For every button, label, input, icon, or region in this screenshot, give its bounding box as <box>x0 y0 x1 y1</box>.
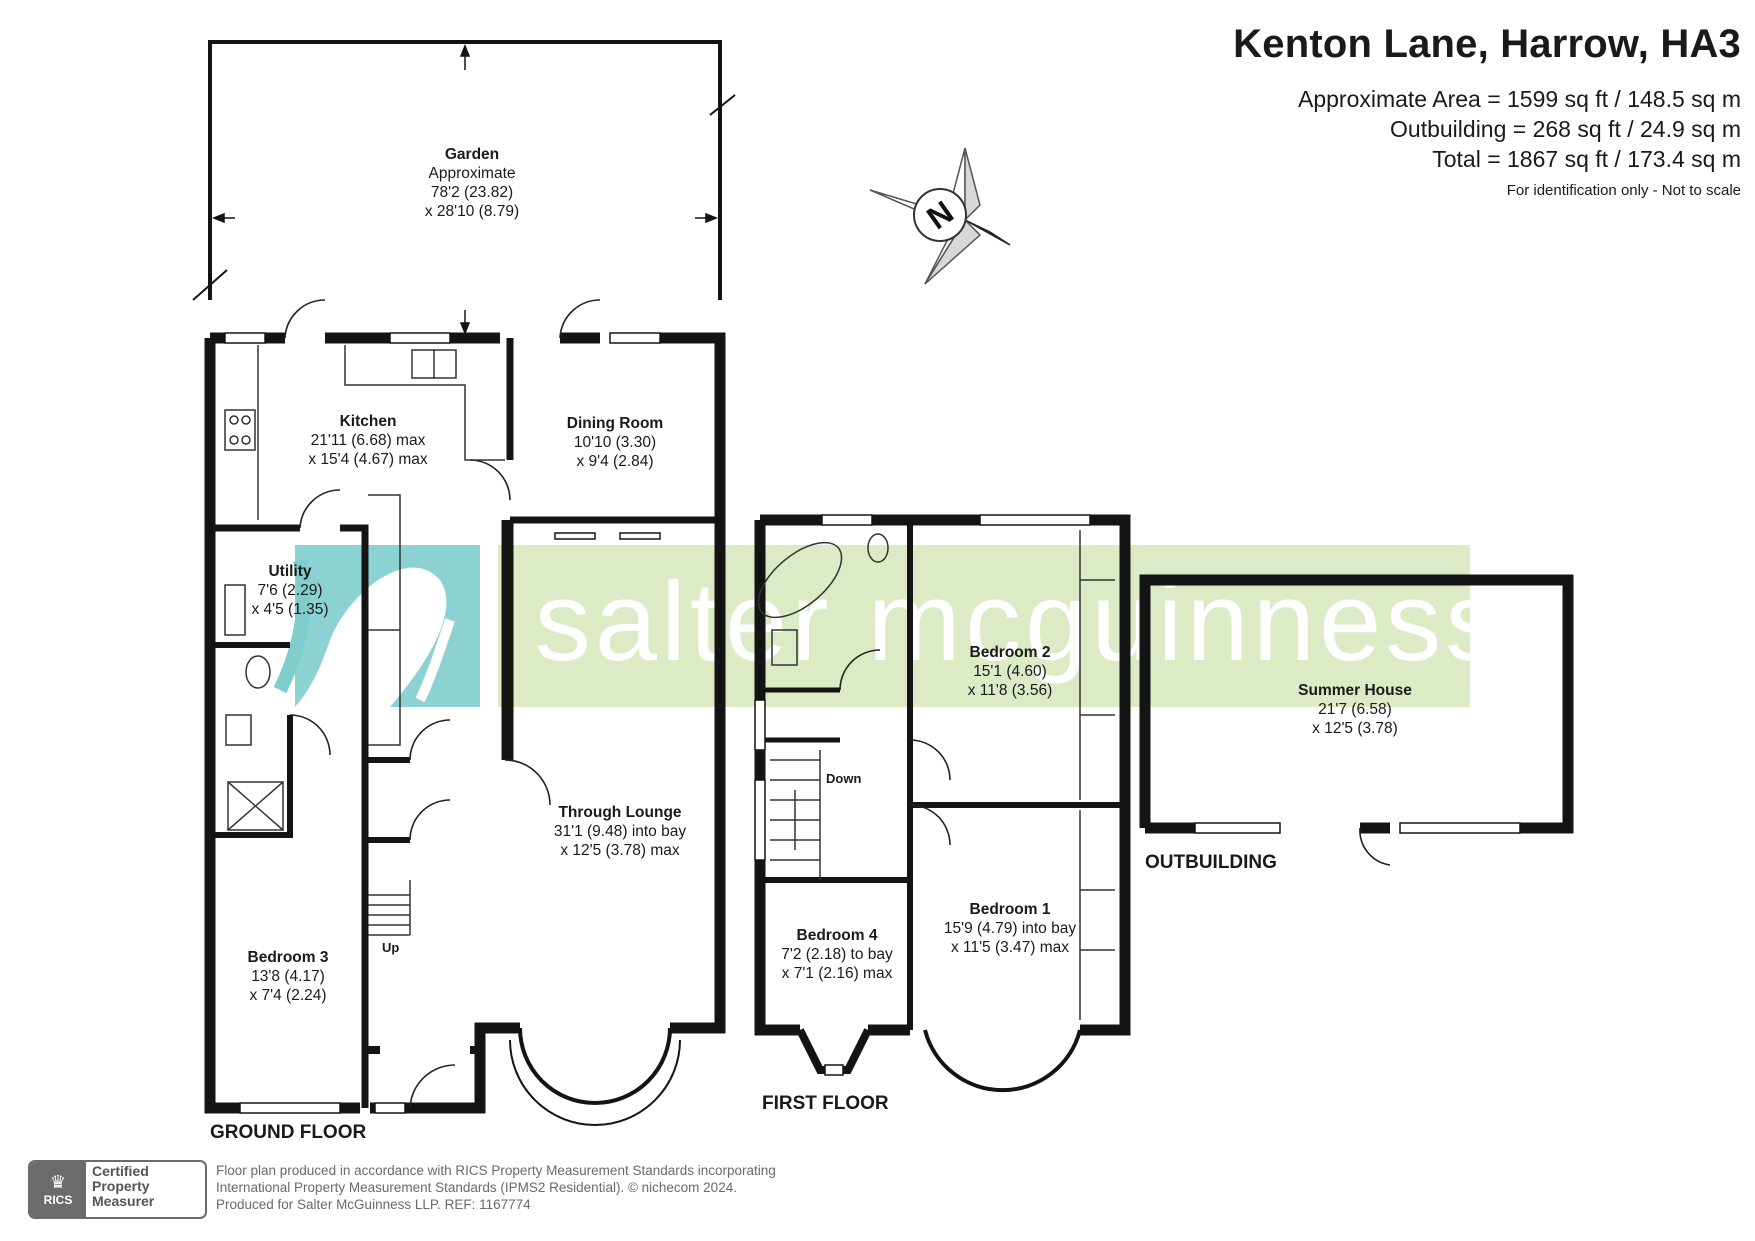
room-utility: Utility 7'6 (2.29) x 4'5 (1.35) <box>251 562 328 619</box>
fixtures <box>224 345 1115 1020</box>
room-dimension: Approximate <box>428 165 516 182</box>
badge-line: Property <box>92 1178 150 1194</box>
badge-line: Measurer <box>92 1193 155 1209</box>
room-bedroom-1: Bedroom 1 15'9 (4.79) into bay x 11'5 (3… <box>944 900 1076 957</box>
room-dining: Dining Room 10'10 (3.30) x 9'4 (2.84) <box>567 414 663 471</box>
room-kitchen: Kitchen 21'11 (6.68) max x 15'4 (4.67) m… <box>308 412 427 469</box>
footer-line: Floor plan produced in accordance with R… <box>216 1163 776 1178</box>
room-dimension: 15'1 (4.60) <box>973 663 1047 680</box>
basin-icon-upstairs <box>771 629 798 666</box>
room-bedroom-2: Bedroom 2 15'1 (4.60) x 11'8 (3.56) <box>968 643 1053 700</box>
room-dimension: 7'6 (2.29) <box>257 582 323 599</box>
room-summer-house: Summer House 21'7 (6.58) x 12'5 (3.78) <box>1298 681 1412 738</box>
room-bedroom-4: Bedroom 4 7'2 (2.18) to bay x 7'1 (2.16)… <box>781 926 893 983</box>
stairs-down-label: Down <box>826 771 862 786</box>
room-dimension: 21'7 (6.58) <box>1318 701 1392 718</box>
toilet-icon-upstairs <box>867 533 889 563</box>
door-swings <box>284 299 1391 1109</box>
room-dimension: 21'11 (6.68) max <box>310 432 426 449</box>
windows <box>224 332 1521 1114</box>
basin-icon <box>225 714 252 746</box>
room-dimension: 10'10 (3.30) <box>573 434 657 451</box>
room-dimension: x 11'5 (3.47) max <box>950 939 1070 956</box>
room-dimension: 78'2 (23.82) <box>430 184 514 201</box>
room-dimension: x 15'4 (4.67) max <box>308 451 428 468</box>
room-dimension: 7'2 (2.18) to bay <box>781 946 893 963</box>
shower-icon <box>227 781 284 831</box>
room-dimension: x 12'5 (3.78) max <box>560 842 680 859</box>
room-name: Bedroom 4 <box>796 927 878 944</box>
compass-icon: N <box>869 147 1011 285</box>
room-dimension: x 9'4 (2.84) <box>576 453 654 470</box>
room-dimension: x 7'1 (2.16) max <box>781 965 893 982</box>
room-dimension: x 4'5 (1.35) <box>251 601 329 618</box>
toilet-icon <box>245 655 271 689</box>
room-dimension: x 12'5 (3.78) <box>1312 720 1398 737</box>
room-name: Utility <box>268 563 312 580</box>
stairs-first <box>770 750 821 880</box>
room-name: Bedroom 3 <box>247 949 329 966</box>
room-name: Dining Room <box>566 415 664 432</box>
property-title: Kenton Lane, Harrow, HA3 <box>1233 22 1741 66</box>
room-dimension: 15'9 (4.79) into bay <box>943 920 1077 937</box>
stairs-ground <box>368 880 411 936</box>
outbuilding-area: Outbuilding = 268 sq ft / 24.9 sq m <box>1390 116 1741 142</box>
rics-logo-text: RICS <box>43 1192 73 1207</box>
room-dimension: x 11'8 (3.56) <box>967 682 1053 699</box>
room-dimension: 31'1 (9.48) into bay <box>553 823 687 840</box>
room-dimension: 13'8 (4.17) <box>251 968 325 985</box>
total-area: Total = 1867 sq ft / 173.4 sq m <box>1432 146 1741 172</box>
badge-text: Certified Property Measurer <box>86 1162 205 1217</box>
room-dimension: x 28'10 (8.79) <box>424 203 520 220</box>
outbuilding-label: OUTBUILDING <box>1145 852 1277 873</box>
approximate-area: Approximate Area = 1599 sq ft / 148.5 sq… <box>1297 86 1741 112</box>
lion-crest-icon: ♛ <box>49 1171 67 1192</box>
room-bedroom-3: Bedroom 3 13'8 (4.17) x 7'4 (2.24) <box>248 948 329 1005</box>
badge-line: Certified <box>92 1163 149 1179</box>
garden-dimension-arrows <box>211 43 719 336</box>
footer-line: Produced for Salter McGuinness LLP. REF:… <box>216 1197 531 1212</box>
bath-icon <box>757 541 843 619</box>
stairs-up-label: Up <box>382 940 400 955</box>
hob-icon <box>224 409 256 451</box>
scale-note: For identification only - Not to scale <box>1506 182 1741 199</box>
room-name: Kitchen <box>339 413 397 430</box>
ground-floor-label: GROUND FLOOR <box>210 1122 367 1143</box>
rics-certified-badge: ♛ RICS Certified Property Measurer <box>28 1160 207 1219</box>
room-name: Bedroom 1 <box>969 901 1051 918</box>
room-garden: Garden Approximate 78'2 (23.82) x 28'10 … <box>425 145 519 221</box>
room-dimension: x 7'4 (2.24) <box>249 987 327 1004</box>
room-name: Bedroom 2 <box>969 644 1051 661</box>
room-through-lounge: Through Lounge 31'1 (9.48) into bay x 12… <box>554 803 686 860</box>
first-floor-label: FIRST FLOOR <box>762 1093 889 1114</box>
room-name: Summer House <box>1298 682 1412 699</box>
room-name: Garden <box>444 146 500 163</box>
rics-logo: ♛ RICS <box>30 1162 86 1217</box>
room-name: Through Lounge <box>558 804 682 821</box>
footer-line: International Property Measurement Stand… <box>216 1180 737 1195</box>
